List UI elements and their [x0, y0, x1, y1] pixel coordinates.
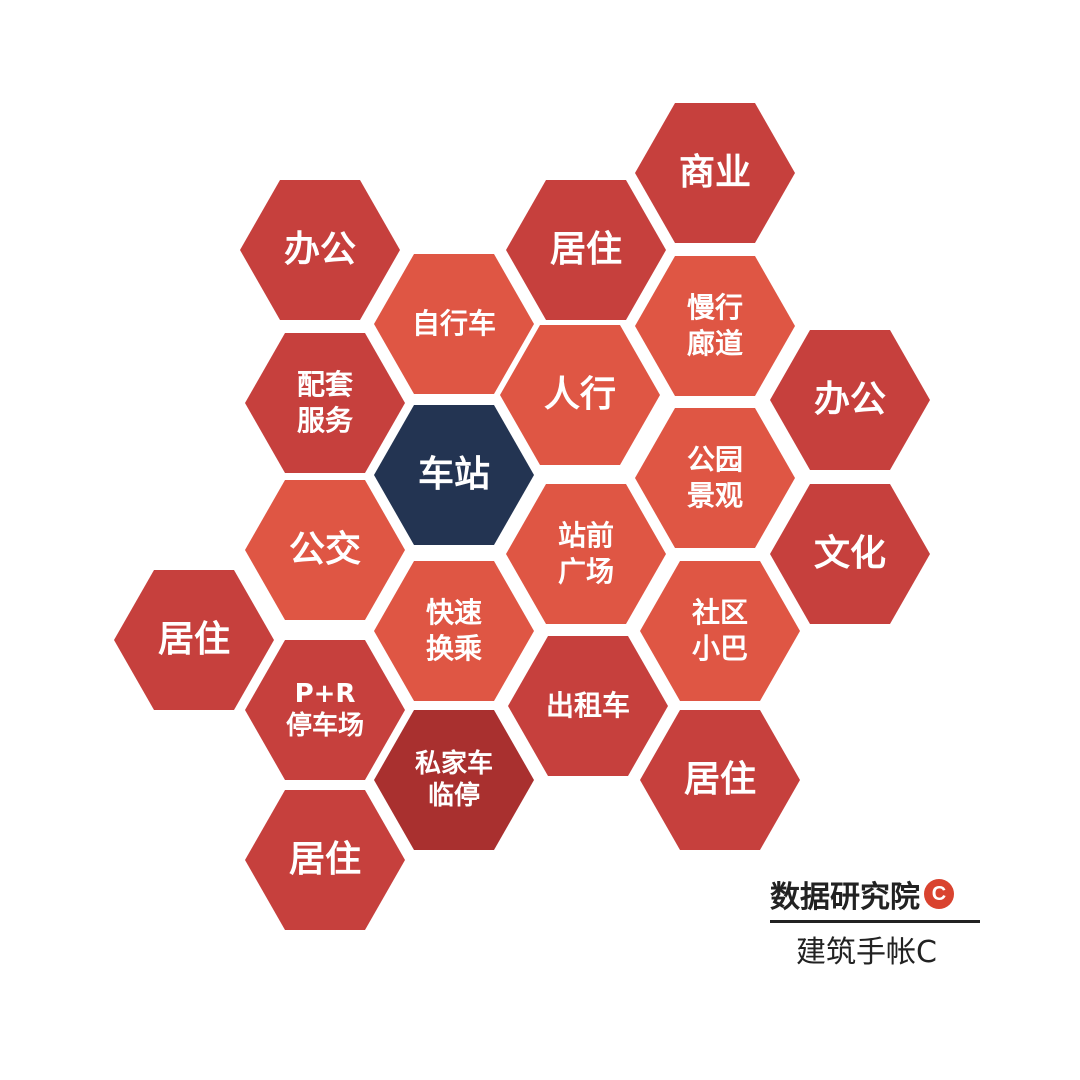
hex-label: 社区 [691, 596, 748, 629]
hex-label: 临停 [427, 781, 480, 811]
hex-label: 人行 [543, 374, 616, 415]
hex-cell-wenhua: 文化 [770, 484, 930, 624]
hex-label: 景观 [686, 479, 743, 512]
hex-label: 配套 [296, 368, 353, 401]
hex-cell-chuzuche: 出租车 [508, 636, 668, 776]
hex-cell-shequ: 社区小巴 [640, 561, 800, 701]
hex-label: 廊道 [686, 327, 743, 360]
hex-label: 自行车 [411, 307, 496, 340]
hex-label: 居住 [549, 229, 622, 270]
watermark-top: 数据研究院 C [770, 872, 980, 923]
hex-label: 居住 [683, 759, 756, 800]
hex-cell-zhanqian: 站前广场 [506, 484, 666, 624]
hex-label: 办公 [283, 229, 356, 270]
hex-cell-bangong-left: 办公 [240, 180, 400, 320]
hex-label: 广场 [557, 555, 614, 588]
hex-label: P+R [294, 679, 356, 709]
hex-cell-renxing: 人行 [500, 325, 660, 465]
hex-label: 私家车 [414, 749, 493, 779]
hex-cell-zixingche: 自行车 [374, 254, 534, 394]
hex-label: 停车场 [285, 711, 364, 741]
hex-cell-sijiache: 私家车临停 [374, 710, 534, 850]
hex-label: 慢行 [686, 291, 743, 324]
hex-cell-juzhu-bottom: 居住 [245, 790, 405, 930]
hex-label: 小巴 [691, 632, 748, 665]
hex-cell-juzhu-left: 居住 [114, 570, 274, 710]
hex-cell-gongyuan: 公园景观 [635, 408, 795, 548]
hex-label: 居住 [157, 619, 230, 660]
hex-cell-juzhu-top: 居住 [506, 180, 666, 320]
hex-label: 公园 [686, 443, 743, 476]
hex-label: 文化 [813, 533, 886, 574]
watermark-c-badge-icon: C [924, 879, 954, 909]
hex-cell-peitao: 配套服务 [245, 333, 405, 473]
hex-label: 出租车 [545, 689, 630, 722]
hex-cell-kuaisu: 快速换乘 [374, 561, 534, 701]
hex-label: 快速 [425, 596, 482, 629]
hex-label: 办公 [813, 379, 886, 420]
hex-cell-shangye: 商业 [635, 103, 795, 243]
hex-label: 居住 [288, 839, 361, 880]
hex-cell-gongjiao: 公交 [245, 480, 405, 620]
hex-cell-juzhu-right: 居住 [640, 710, 800, 850]
hex-label: 车站 [417, 454, 490, 495]
hex-cell-manxing: 慢行廊道 [635, 256, 795, 396]
hex-label: 服务 [296, 404, 353, 437]
watermark-subtitle: 建筑手帐C [796, 935, 937, 970]
watermark: 数据研究院 C 建筑手帐C [770, 872, 980, 971]
hex-cell-bangong-right: 办公 [770, 330, 930, 470]
watermark-title: 数据研究院 [770, 880, 920, 915]
hex-label: 商业 [678, 152, 751, 193]
hex-label: 换乘 [425, 632, 482, 665]
hex-label: 站前 [557, 519, 614, 552]
hex-cell-chezhan: 车站 [374, 405, 534, 545]
hex-label: 公交 [288, 529, 361, 570]
